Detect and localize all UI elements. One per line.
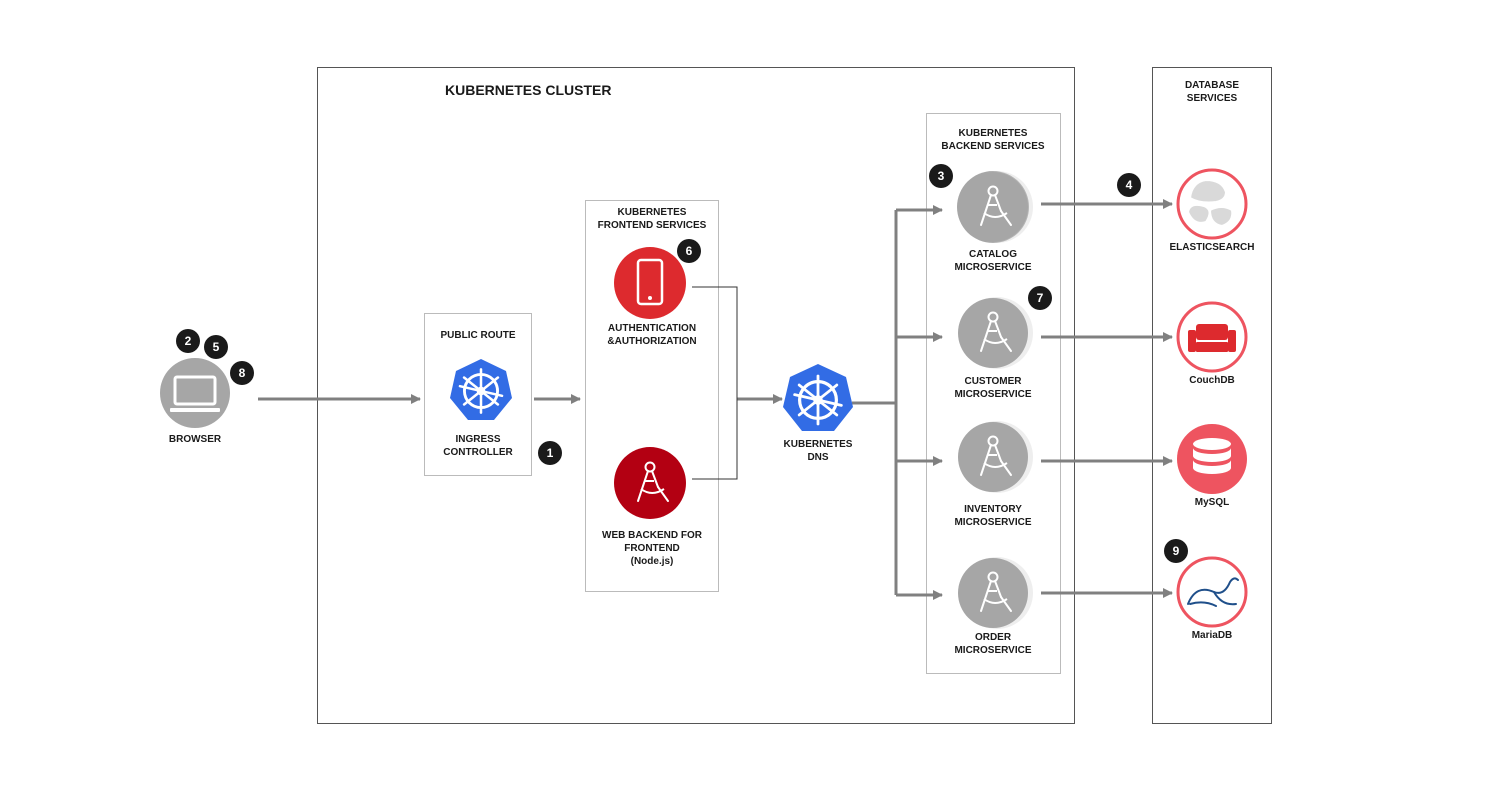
cluster-title: KUBERNETES CLUSTER — [445, 82, 612, 98]
public-route-title: PUBLIC ROUTE — [440, 330, 516, 341]
mysql-label: MySQL — [1194, 497, 1230, 508]
backend-services-box — [926, 113, 1061, 674]
svg-text:6: 6 — [686, 244, 693, 258]
svg-text:2: 2 — [185, 334, 192, 348]
badge-6: 6 — [677, 239, 701, 263]
couchdb-icon — [1188, 324, 1236, 352]
inventory-microservice-node[interactable] — [958, 421, 1033, 493]
authentication-node[interactable] — [614, 247, 686, 319]
ingress-controller-label: INGRESS CONTROLLER — [443, 434, 513, 458]
ingress-controller-node[interactable] — [450, 359, 512, 420]
badge-5: 5 — [204, 335, 228, 359]
customer-microservice-node[interactable] — [958, 297, 1033, 369]
database-services-title: DATABASE SERVICES — [1184, 80, 1240, 104]
couchdb-label: CouchDB — [1189, 375, 1235, 386]
svg-text:1: 1 — [547, 446, 554, 460]
order-microservice-label: ORDER MICROSERVICE — [954, 632, 1032, 656]
web-backend-label: WEB BACKEND FOR FRONTEND (Node.js) — [602, 530, 702, 567]
database-services-box — [1152, 67, 1272, 724]
elasticsearch-label: ELASTICSEARCH — [1169, 242, 1255, 253]
mysql-icon — [1193, 438, 1231, 474]
badge-8: 8 — [230, 361, 254, 385]
kubernetes-dns-node[interactable] — [783, 364, 853, 431]
order-microservice-node[interactable] — [958, 557, 1033, 629]
badge-2: 2 — [176, 329, 200, 353]
browser-label: BROWSER — [168, 434, 222, 445]
browser-node[interactable] — [160, 358, 230, 428]
svg-text:9: 9 — [1173, 544, 1180, 558]
svg-text:8: 8 — [239, 366, 246, 380]
laptop-icon — [170, 375, 220, 412]
couchdb-node[interactable] — [1176, 301, 1248, 373]
mobile-phone-icon — [636, 258, 664, 306]
web-backend-node[interactable] — [614, 447, 686, 519]
mariadb-node[interactable] — [1176, 556, 1248, 628]
badge-7: 7 — [1028, 286, 1052, 310]
frontend-services-box — [585, 200, 719, 592]
elasticsearch-node[interactable] — [1176, 168, 1248, 240]
public-route-box — [424, 313, 532, 476]
inventory-microservice-label: INVENTORY MICROSERVICE — [954, 504, 1032, 528]
badge-9: 9 — [1164, 539, 1188, 563]
backend-services-title: KUBERNETES BACKEND SERVICES — [941, 128, 1045, 152]
svg-text:5: 5 — [213, 340, 220, 354]
mariadb-seal-icon — [1187, 577, 1239, 607]
step-badges: 2 5 8 1 6 3 7 4 9 — [176, 164, 1188, 563]
customer-microservice-label: CUSTOMER MICROSERVICE — [954, 376, 1032, 400]
svg-text:7: 7 — [1037, 291, 1044, 305]
mysql-node[interactable] — [1177, 424, 1247, 494]
frontend-bracket-line — [692, 286, 738, 480]
catalog-microservice-label: CATALOG MICROSERVICE — [954, 249, 1032, 273]
kubernetes-dns-label: KUBERNETES DNS — [783, 439, 853, 463]
kubernetes-cluster-box — [317, 67, 1075, 724]
frontend-services-title: KUBERNETES FRONTEND SERVICES — [597, 207, 707, 231]
svg-text:3: 3 — [938, 169, 945, 183]
svg-text:4: 4 — [1126, 178, 1133, 192]
catalog-microservice-node[interactable] — [957, 171, 1033, 243]
elasticsearch-icon — [1186, 178, 1234, 228]
badge-1: 1 — [538, 441, 562, 465]
mariadb-label: MariaDB — [1191, 630, 1233, 641]
badge-4: 4 — [1117, 173, 1141, 197]
authentication-label: AUTHENTICATION &AUTHORIZATION — [607, 323, 697, 347]
badge-3: 3 — [929, 164, 953, 188]
